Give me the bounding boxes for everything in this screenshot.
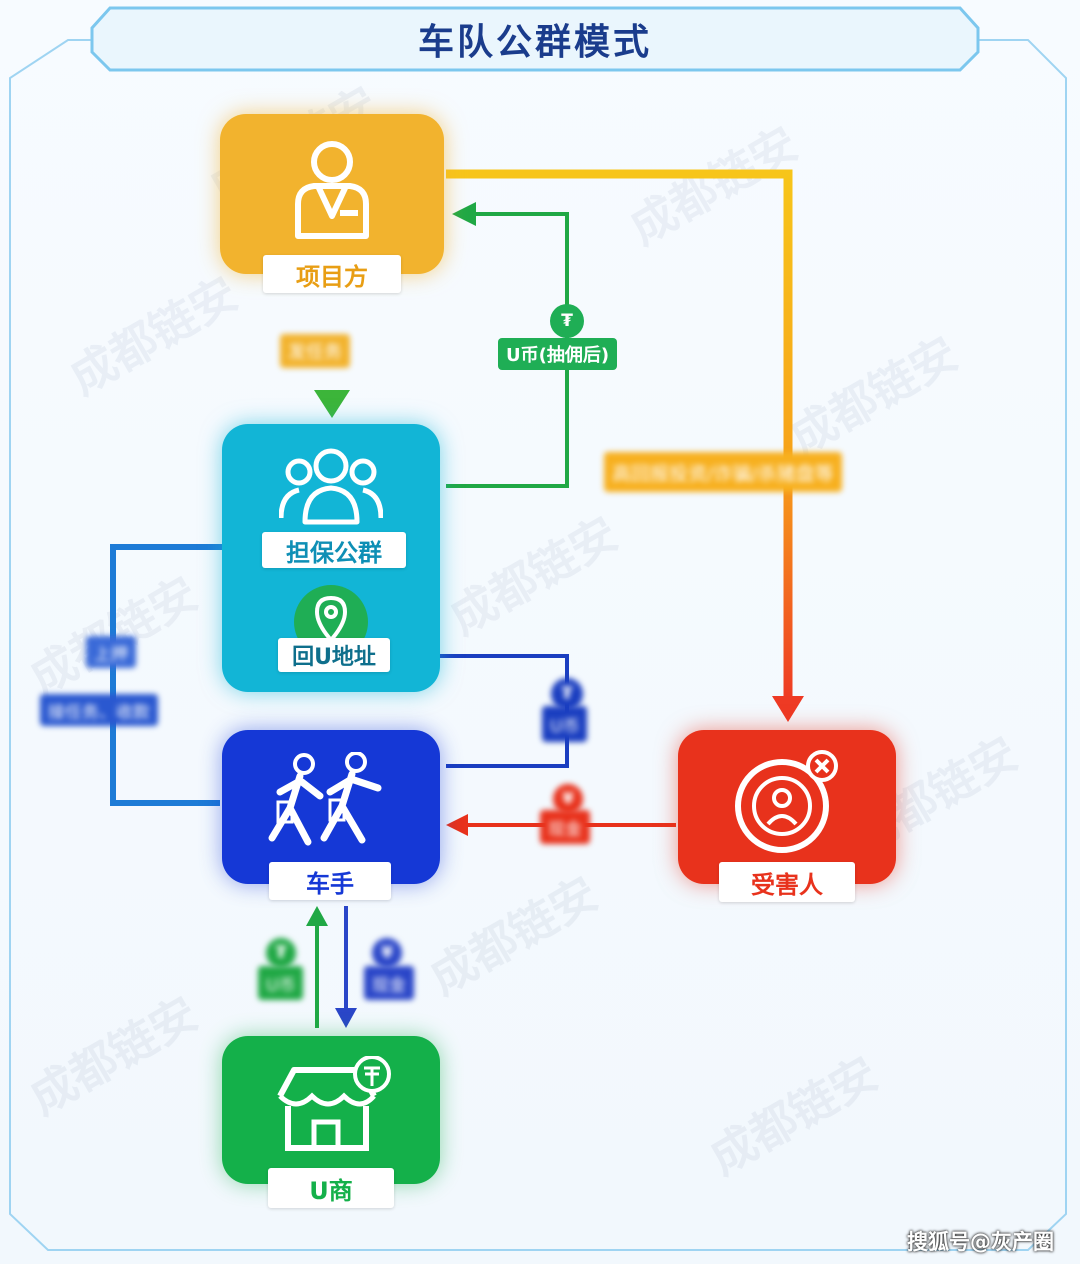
victim-target-icon	[735, 750, 838, 853]
edge-label-high-return-scam: 高回报投资/诈骗/杀猪盘等	[604, 452, 842, 492]
tether-coin-icon: ₮	[550, 304, 584, 338]
return-u-address-label: 回U地址	[278, 638, 390, 672]
edge-label-dispatch-task: 发任务	[280, 334, 350, 368]
shop-icon	[277, 1056, 391, 1151]
node-label: 车手	[269, 862, 391, 900]
node-u-shop	[222, 1036, 440, 1184]
page-title: 车队公群模式	[417, 22, 652, 63]
running-people-icon	[268, 752, 382, 846]
yen-coin-icon: ¥	[372, 938, 402, 968]
node-victim	[678, 730, 896, 884]
title-bar	[90, 6, 980, 72]
node-label: U商	[268, 1168, 394, 1208]
edge-label-cash-from-victim: 现金	[540, 810, 590, 844]
yen-coin-icon: ¥	[553, 784, 583, 814]
node-project	[220, 114, 444, 274]
edge-project-victim	[446, 169, 793, 700]
edge-label-u-from-shop: U币	[258, 966, 304, 1000]
node-driver	[222, 730, 440, 884]
outer-frame	[9, 39, 1067, 1251]
node-label: 受害人	[719, 862, 855, 902]
edge-label-cash-to-shop: 现金	[364, 966, 414, 1000]
source-footer: 搜狐号@灰产圈	[907, 1230, 1054, 1254]
node-label: 项目方	[263, 255, 401, 293]
edge-label-take-task-receive: 接任务、收款	[40, 694, 158, 726]
tether-coin-icon: ₮	[266, 938, 296, 968]
tether-coin-icon: ₮	[551, 678, 583, 710]
businessman-icon	[295, 141, 369, 239]
edge-label-u-after-commission: U币(抽佣后)	[498, 338, 618, 370]
node-label: 担保公群	[262, 532, 406, 568]
edge-label-u-to-address: U币	[542, 706, 588, 742]
group-people-icon	[279, 448, 383, 525]
edge-label-deposit: 上押	[86, 636, 136, 668]
